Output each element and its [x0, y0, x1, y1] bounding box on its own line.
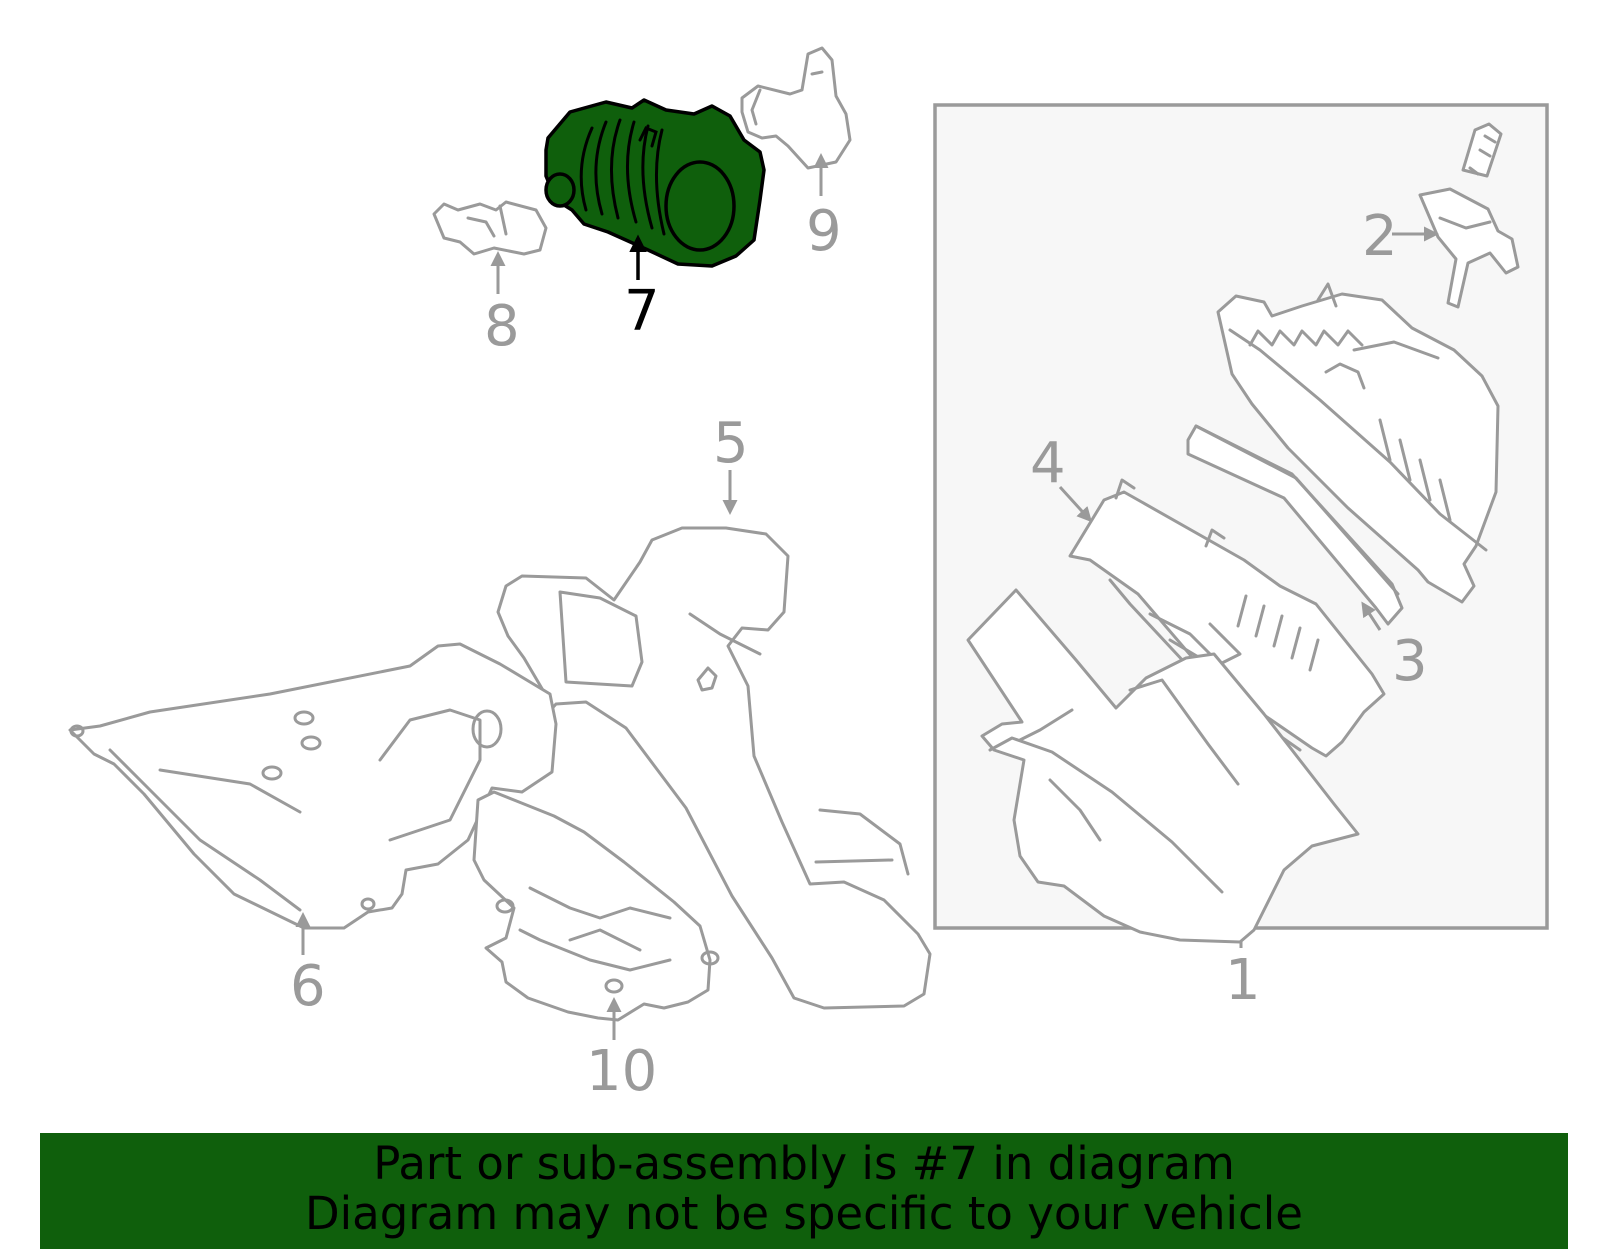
callout-10: 10: [586, 1039, 657, 1104]
callout-1: 1: [1225, 948, 1261, 1013]
part-5-duct: [496, 526, 932, 1010]
callout-8: 8: [484, 294, 520, 359]
info-banner: Part or sub-assembly is #7 in diagram Di…: [40, 1133, 1568, 1249]
part-7-intake-hose-highlighted: [544, 98, 766, 268]
callout-9: 9: [806, 199, 842, 264]
part-9-hose: [740, 46, 852, 170]
part-3-filter: [1186, 424, 1404, 626]
callout-5: 5: [713, 411, 749, 476]
part-10-resonator: [472, 790, 720, 1022]
banner-line-1: Part or sub-assembly is #7 in diagram: [373, 1137, 1235, 1190]
part-2-sensor: [1418, 122, 1520, 309]
part-1-cover: [1216, 282, 1500, 604]
part-1-housing: [966, 588, 1360, 944]
part-6-air-guide: [68, 642, 558, 930]
callout-4: 4: [1030, 431, 1066, 496]
banner-line-2: Diagram may not be specific to your vehi…: [305, 1187, 1303, 1240]
leader-lines: [295, 153, 1439, 1040]
callout-7: 7: [624, 279, 660, 344]
callout-2: 2: [1362, 204, 1398, 269]
callout-3: 3: [1392, 629, 1428, 694]
part-8-sensor: [432, 200, 548, 256]
callout-6: 6: [290, 954, 326, 1019]
